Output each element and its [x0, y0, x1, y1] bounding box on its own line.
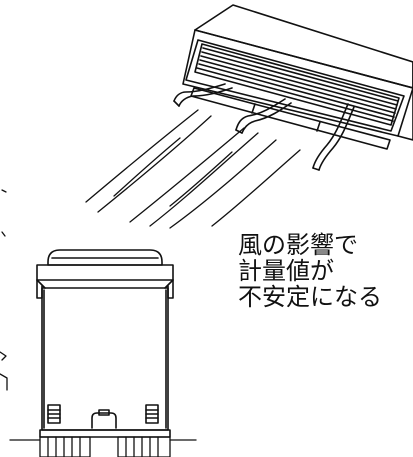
caption-line-1: 風の影響で [238, 231, 358, 259]
airflow-ribbons-icon [173, 83, 355, 171]
caption-text: 風の影響で 計量値が 不安定になる [238, 232, 382, 310]
wind-lines-icon [85, 109, 301, 229]
balance-scale-icon [9, 249, 197, 457]
cropped-text-fragments-icon [0, 189, 8, 391]
caption-line-3: 不安定になる [238, 283, 382, 311]
caption-line-2: 計量値が [238, 257, 334, 285]
air-conditioner-icon [182, 4, 413, 150]
